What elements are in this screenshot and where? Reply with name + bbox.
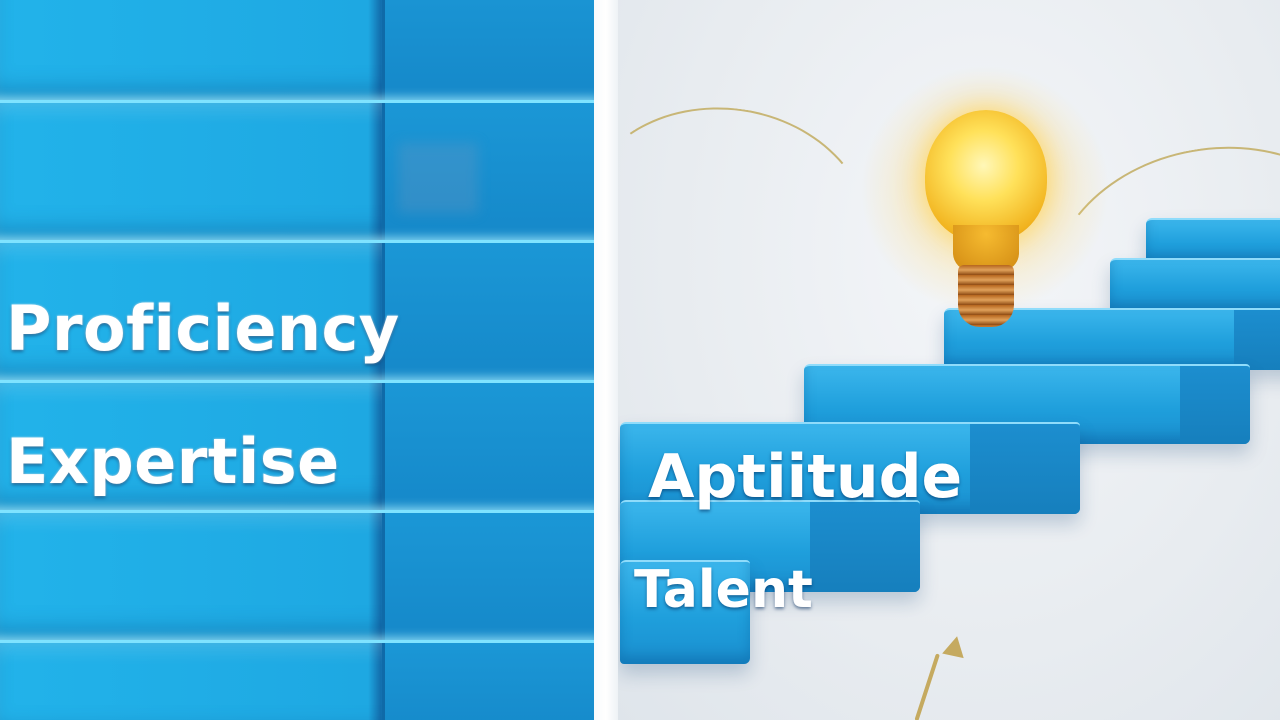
stair-step — [1110, 258, 1280, 312]
stair-step — [620, 560, 750, 664]
panel-divider — [594, 0, 618, 720]
label-expertise: Expertise — [6, 425, 340, 498]
arrow-icon — [914, 653, 940, 720]
stair-step — [1146, 218, 1280, 264]
label-talent: Talent — [634, 560, 813, 620]
stack-block — [0, 0, 596, 103]
arrow-head-icon — [942, 633, 968, 659]
lightbulb-icon — [860, 65, 1110, 335]
stack-block — [0, 100, 596, 243]
stair-step — [620, 422, 1080, 514]
decorative-arc — [618, 88, 888, 372]
staircase-panel: Aptiitude Talent — [618, 0, 1280, 720]
label-proficiency: Proficiency — [6, 292, 400, 365]
stacked-blocks-panel: Proficiency Expertise — [0, 0, 596, 720]
stack-block — [0, 510, 596, 643]
stack-block — [0, 640, 596, 720]
stack-block — [0, 240, 596, 383]
label-aptitude: Aptiitude — [648, 442, 963, 512]
stack-block — [0, 380, 596, 513]
